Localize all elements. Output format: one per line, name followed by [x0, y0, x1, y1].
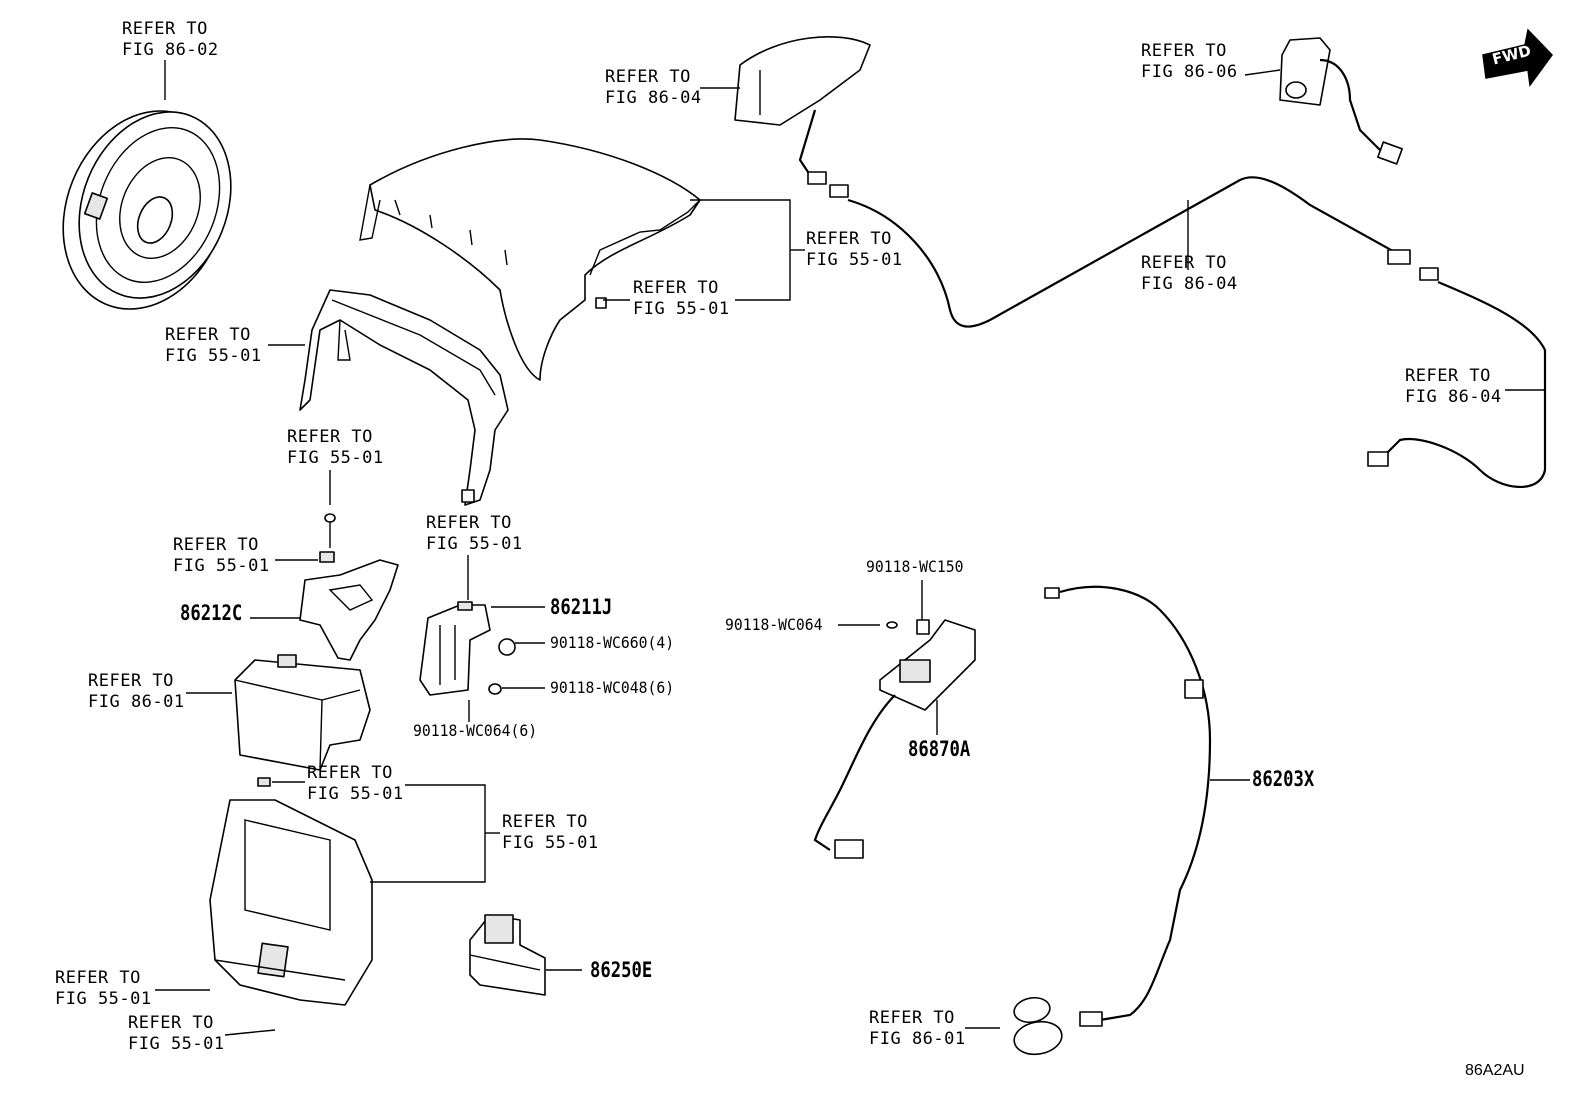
fastener-wc064: 90118-WC064 — [725, 615, 823, 634]
lower-bezel-drawing — [209, 777, 373, 1006]
part-number-86870a: 86870A — [908, 737, 971, 761]
ref-line-2: FIG 86-02 — [122, 40, 219, 60]
bracket-left-drawing — [299, 513, 399, 661]
ref-line-2: FIG 86-04 — [605, 88, 702, 108]
fastener-wc660: 90118-WC660(4) — [550, 633, 675, 652]
ref-line-1: REFER TO — [88, 671, 174, 691]
cable-end-connector — [1367, 451, 1389, 467]
upper-frame-drawing — [299, 289, 509, 506]
part-number-86203x: 86203X — [1252, 767, 1315, 791]
ref-line-1: REFER TO — [633, 278, 719, 298]
ref-line-1: REFER TO — [307, 763, 393, 783]
bracket-right-drawing — [419, 601, 516, 722]
camera-drawing — [1279, 37, 1403, 165]
leader-lines — [155, 60, 1545, 1036]
ref-line-1: REFER TO — [869, 1008, 955, 1028]
ref-line-1: REFER TO — [1405, 366, 1491, 386]
ref-line-2: FIG 86-04 — [1141, 274, 1238, 294]
switch-86250e-drawing — [469, 914, 546, 996]
ref-line-1: REFER TO — [122, 19, 208, 39]
ref-line-1: REFER TO — [165, 325, 251, 345]
ref-line-2: FIG 55-01 — [502, 833, 599, 853]
fastener-wc048: 90118-WC048(6) — [550, 678, 675, 697]
fwd-arrow-icon — [1482, 28, 1553, 87]
fin-antenna-drawing — [734, 36, 871, 198]
ref-line-2: FIG 86-01 — [869, 1029, 966, 1049]
usb-cable-86203x-drawing — [1013, 585, 1212, 1056]
fastener-wc150: 90118-WC150 — [866, 557, 964, 576]
part-number-86212c: 86212C — [180, 601, 243, 625]
ref-line-2: FIG 55-01 — [633, 299, 730, 319]
ref-line-1: REFER TO — [502, 812, 588, 832]
ref-line-1: REFER TO — [1141, 253, 1227, 273]
ref-line-1: REFER TO — [605, 67, 691, 87]
ref-line-2: FIG 55-01 — [307, 784, 404, 804]
ref-line-2: FIG 55-01 — [55, 989, 152, 1009]
antenna-cable — [847, 176, 1401, 328]
ref-line-1: REFER TO — [173, 535, 259, 555]
part-number-86211j: 86211J — [550, 595, 613, 619]
ref-line-2: FIG 86-06 — [1141, 62, 1238, 82]
ref-line-2: FIG 55-01 — [426, 534, 523, 554]
microphone-86870a-drawing — [813, 619, 976, 859]
fastener-wc064-6: 90118-WC064(6) — [413, 721, 538, 740]
ref-line-2: FIG 55-01 — [128, 1034, 225, 1054]
ref-line-2: FIG 86-04 — [1405, 387, 1502, 407]
cable-connectors — [1387, 249, 1439, 281]
ref-line-1: REFER TO — [426, 513, 512, 533]
ref-line-1: REFER TO — [806, 229, 892, 249]
ref-line-1: REFER TO — [55, 968, 141, 988]
part-number-86250e: 86250E — [590, 958, 653, 982]
ref-line-2: FIG 55-01 — [287, 448, 384, 468]
ref-line-2: FIG 55-01 — [165, 346, 262, 366]
ref-line-1: REFER TO — [1141, 41, 1227, 61]
ref-line-2: FIG 55-01 — [173, 556, 270, 576]
ref-line-2: FIG 86-01 — [88, 692, 185, 712]
dash-upper-cover-drawing — [359, 138, 701, 381]
ref-line-2: FIG 55-01 — [806, 250, 903, 270]
speaker-drawing — [62, 110, 232, 310]
diagram-code: 86A2AU — [1465, 1062, 1525, 1079]
ref-line-1: REFER TO — [287, 427, 373, 447]
antenna-cable-tail — [1384, 280, 1547, 488]
ref-line-1: REFER TO — [128, 1013, 214, 1033]
radio-unit-drawing — [234, 654, 371, 771]
